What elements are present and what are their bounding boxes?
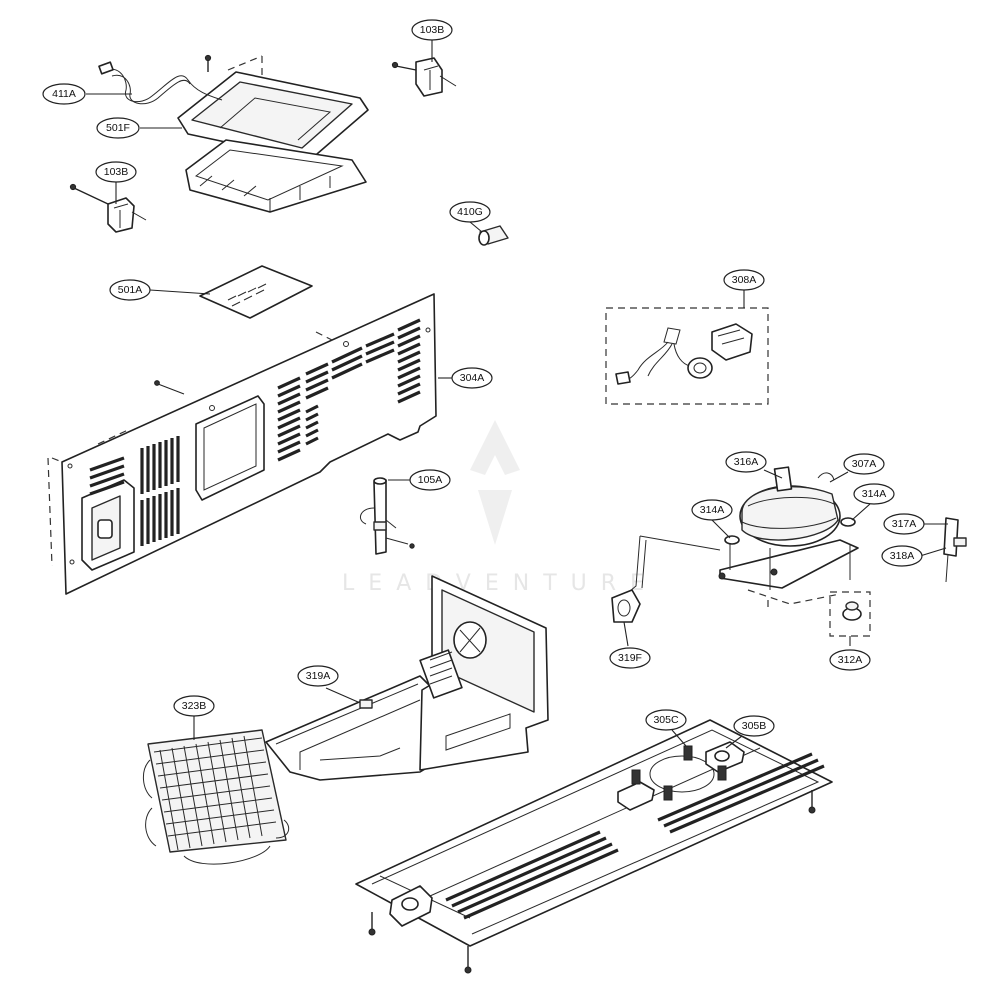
callout-305C: 305C [645,709,687,731]
bracket-103B-top [391,57,457,97]
evaporator-housing-319A [265,575,549,781]
fuse-410G [478,225,509,246]
callout-304A: 304A [451,367,493,389]
compressor-307A [623,466,859,610]
pressure-switch-319F [611,589,641,623]
callout-319F: 319F [609,647,651,669]
leader-lines [86,38,948,749]
callout-323B: 323B [173,695,215,717]
svg-text:105A: 105A [418,474,443,486]
callout-314A-left: 314A [691,499,733,521]
control-box-501F [177,71,369,213]
svg-text:319F: 319F [618,652,642,664]
callout-312A: 312A [829,649,871,671]
base-bolts [631,745,727,801]
svg-text:305C: 305C [653,714,679,726]
grommet-312A [829,591,871,637]
callout-105A: 105A [409,469,451,491]
callout-316A: 316A [725,451,767,473]
svg-text:304A: 304A [460,372,485,384]
base-vents [445,752,825,920]
bracket-103B-left [69,183,147,233]
svg-text:308A: 308A [732,274,757,286]
callout-410G: 410G [449,201,491,223]
callout-103B-top: 103B [411,19,453,41]
callout-307A: 307A [843,453,885,475]
power-cord-411A [98,61,223,105]
svg-text:103B: 103B [104,166,129,178]
callout-319A: 319A [297,665,339,687]
svg-text:312A: 312A [838,654,863,666]
screw-top-center [204,54,212,72]
svg-text:319A: 319A [306,670,331,682]
svg-text:411A: 411A [52,88,76,100]
base-plate [355,719,833,974]
electrical-kit-308A [605,307,769,405]
svg-text:317A: 317A [892,518,917,530]
callout-501F: 501F [96,117,140,139]
svg-text:501F: 501F [106,122,130,134]
watermark-text: LEADVENTURE [342,571,658,596]
svg-text:307A: 307A [852,458,877,470]
back-panel-304A [47,293,437,595]
svg-text:314A: 314A [700,504,725,516]
vents-left [89,436,180,546]
vents-right [277,318,421,462]
callout-305B: 305B [733,715,775,737]
svg-text:103B: 103B [420,24,445,36]
callout-103B-left: 103B [95,161,137,183]
svg-text:501A: 501A [118,284,143,296]
condenser-coil-323B [143,729,290,865]
callout-501A: 501A [109,279,151,301]
callout-308A: 308A [723,269,765,291]
svg-text:323B: 323B [182,700,207,712]
sensor-105A [359,477,415,555]
svg-text:305B: 305B [742,720,767,732]
callout-317A: 317A [883,513,925,535]
svg-text:314A: 314A [862,488,887,500]
callout-314A-right: 314A [853,483,895,505]
svg-text:318A: 318A [890,550,915,562]
pcb-501A [199,265,313,319]
callout-411A: 411A [42,83,86,105]
relay-317A-318A [943,517,967,583]
svg-text:410G: 410G [457,206,483,218]
svg-text:316A: 316A [734,456,759,468]
callout-318A: 318A [881,545,923,567]
watermark: LEADVENTURE [342,420,658,596]
